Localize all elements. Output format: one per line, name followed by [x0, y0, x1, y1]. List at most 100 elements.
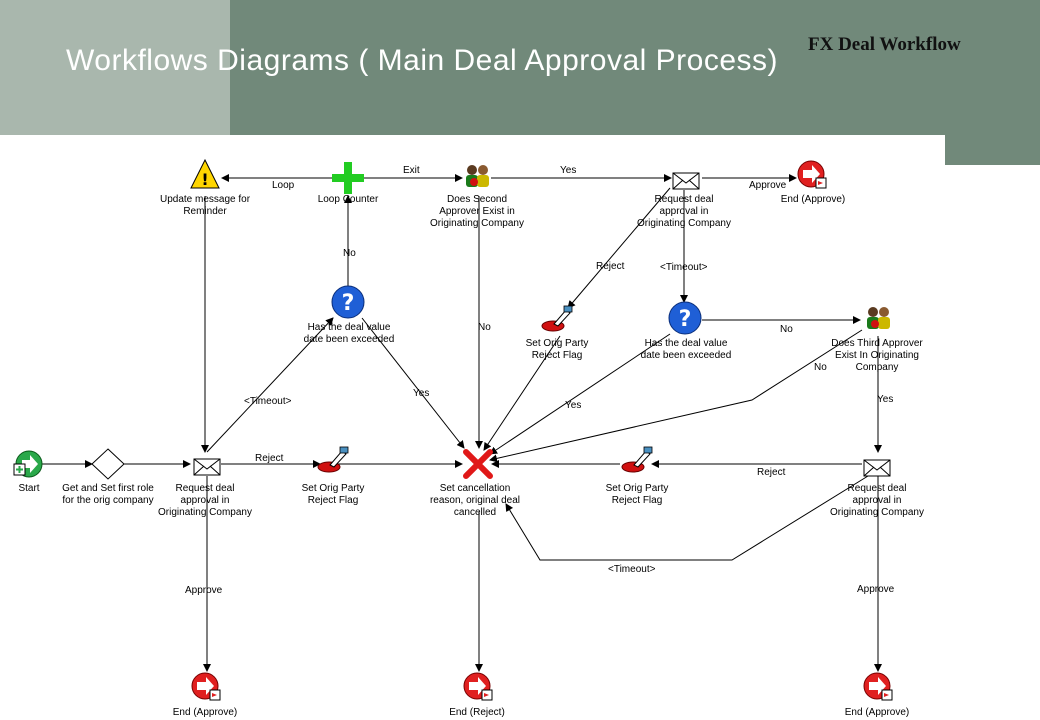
edge-label-approve: Approve: [185, 585, 223, 596]
deal-value-check-node-1[interactable]: Has the deal value date been exceeded: [304, 285, 395, 345]
loop-counter-node[interactable]: Loop Counter: [318, 162, 379, 205]
set-reject-flag-node-3[interactable]: Set Orig Party Reject Flag: [606, 446, 669, 506]
flag-hand-icon: [621, 446, 653, 473]
set-reject-flag-node-2[interactable]: Set Orig Party Reject Flag: [526, 305, 589, 361]
edge-label-yes: Yes: [413, 388, 429, 399]
edge-label-timeout: <Timeout>: [608, 564, 656, 575]
node-label-line: Request deal: [176, 483, 235, 494]
node-label-line: Exist In Originating: [835, 350, 919, 361]
plus-icon: [332, 162, 364, 194]
node-label-line: Has the deal value: [308, 322, 391, 333]
node-label-line: Reject Flag: [612, 495, 663, 506]
start-icon: [13, 450, 43, 478]
node-label-line: Originating Company: [637, 218, 731, 229]
node-label-line: Set Orig Party: [526, 338, 589, 349]
end-approve-node-1[interactable]: End (Approve): [173, 672, 237, 718]
edge-label-approve: Approve: [857, 584, 895, 595]
envelope-icon: [672, 172, 700, 190]
node-label-line: Get and Set first role: [62, 483, 154, 494]
edge-label-no: No: [478, 322, 491, 333]
end-icon: [797, 160, 827, 189]
end-reject-node[interactable]: End (Reject): [449, 672, 505, 718]
end-icon: [191, 672, 221, 701]
set-reject-flag-node-1[interactable]: Set Orig Party Reject Flag: [302, 446, 365, 506]
node-label-line: Update message for: [160, 194, 251, 205]
end-icon: [463, 672, 493, 701]
edge-label-exit: Exit: [403, 165, 420, 176]
node-label-line: Reject Flag: [308, 495, 359, 506]
edge-label-no: No: [780, 324, 793, 335]
edge-label-no: No: [814, 362, 827, 373]
decision-diamond-icon: [91, 448, 125, 480]
update-message-node[interactable]: ! Update message for Reminder: [160, 158, 251, 217]
edge-label-reject: Reject: [255, 453, 284, 464]
node-label: End (Approve): [845, 707, 909, 718]
people-icon: [466, 165, 489, 187]
node-label-line: Originating Company: [830, 507, 924, 518]
node-label-line: Originating Company: [158, 507, 252, 518]
envelope-icon: [193, 458, 221, 476]
node-label-line: for the orig company: [62, 495, 153, 506]
header-tab: [945, 135, 1040, 165]
edge-label-yes: Yes: [565, 400, 581, 411]
header-band-dark: [230, 0, 1040, 135]
node-label-line: Reminder: [183, 206, 227, 217]
edge-label-timeout: <Timeout>: [244, 396, 292, 407]
node-label-line: Approver Exist in: [439, 206, 515, 217]
node-label-line: Does Second: [447, 194, 507, 205]
node-label: End (Reject): [449, 707, 505, 718]
node-label-line: date been exceeded: [304, 334, 395, 345]
node-label-line: Originating Company: [430, 218, 524, 229]
people-icon: [867, 307, 890, 329]
svg-text:!: !: [201, 170, 208, 189]
start-node[interactable]: Start: [13, 450, 43, 494]
node-label-line: Company: [856, 362, 899, 373]
node-label-line: Set cancellation: [440, 483, 511, 494]
warning-icon: !: [190, 158, 220, 189]
node-label-line: approval in: [853, 495, 902, 506]
node-label: End (Approve): [781, 194, 845, 205]
node-label-line: approval in: [660, 206, 709, 217]
node-label-line: Set Orig Party: [606, 483, 669, 494]
node-label: End (Approve): [173, 707, 237, 718]
request-approval-node-1[interactable]: Request deal approval in Originating Com…: [158, 458, 252, 518]
end-approve-node-2[interactable]: End (Approve): [781, 160, 845, 205]
end-icon: [863, 672, 893, 701]
edge-label-approve: Approve: [749, 180, 787, 191]
edge-label-yes: Yes: [877, 394, 893, 405]
node-label-line: Reject Flag: [532, 350, 583, 361]
edge-label-loop: Loop: [272, 180, 295, 191]
node-label-line: date been exceeded: [641, 350, 732, 361]
node-label: Start: [18, 483, 39, 494]
end-approve-node-3[interactable]: End (Approve): [845, 672, 909, 718]
edge-label-no: No: [343, 248, 356, 259]
edge-label-reject: Reject: [596, 261, 625, 272]
edge-label-reject: Reject: [757, 467, 786, 478]
edge-label-yes: Yes: [560, 165, 576, 176]
node-label-line: Has the deal value: [645, 338, 728, 349]
request-approval-node-2[interactable]: Request deal approval in Originating Com…: [637, 172, 731, 229]
node-label-line: Does Third Approver: [831, 338, 923, 349]
page-title: Workflows Diagrams ( Main Deal Approval …: [66, 44, 778, 77]
edge-label-timeout: <Timeout>: [660, 262, 708, 273]
cancel-node[interactable]: Set cancellation reason, original deal c…: [430, 449, 520, 518]
node-label: Loop Counter: [318, 194, 379, 205]
flag-hand-icon: [317, 446, 349, 473]
cancel-x-icon: [463, 449, 493, 479]
third-approver-node[interactable]: Does Third Approver Exist In Originating…: [831, 307, 923, 373]
header-band-light: [0, 0, 230, 135]
flag-hand-icon: [541, 305, 573, 332]
node-label-line: reason, original deal: [430, 495, 520, 506]
node-label-line: Request deal: [655, 194, 714, 205]
node-label-line: Set Orig Party: [302, 483, 365, 494]
request-approval-node-3[interactable]: Request deal approval in Originating Com…: [830, 459, 924, 518]
node-label-line: Request deal: [848, 483, 907, 494]
second-approver-node[interactable]: Does Second Approver Exist in Originatin…: [430, 165, 524, 229]
node-label-line: cancelled: [454, 507, 496, 518]
question-icon: [668, 301, 702, 335]
envelope-icon: [863, 459, 891, 477]
get-set-role-node[interactable]: Get and Set first role for the orig comp…: [62, 448, 154, 506]
deal-value-check-node-2[interactable]: Has the deal value date been exceeded: [641, 301, 732, 361]
brand-label: FX Deal Workflow: [808, 34, 961, 55]
